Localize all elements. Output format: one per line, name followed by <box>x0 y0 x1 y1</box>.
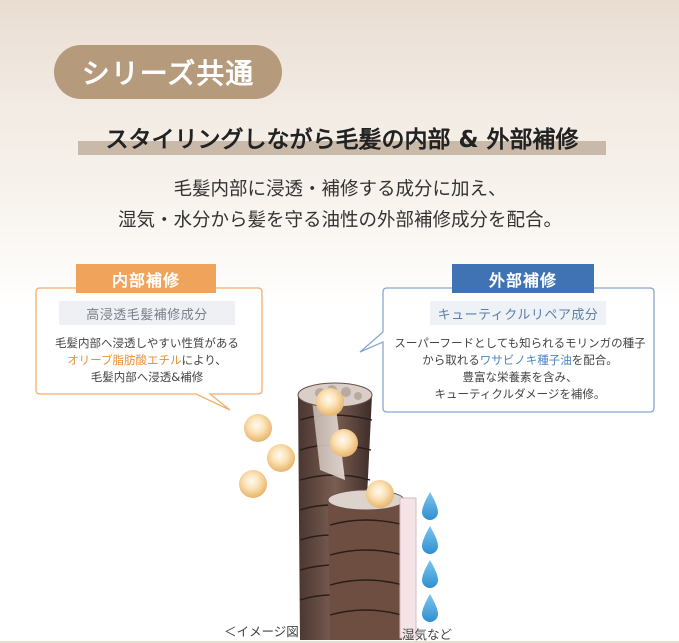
water-drop-icon <box>422 492 438 520</box>
series-label-pill: シリーズ共通 <box>54 45 282 99</box>
headline-underline <box>78 141 606 155</box>
internal-description: 毛髪内部へ浸透しやすい性質がある オリーブ脂肪酸エチルにより、 毛髪内部へ浸透&… <box>40 335 254 386</box>
water-drop-icon <box>422 594 438 622</box>
internal-desc-line: 毛髪内部へ浸透&補修 <box>90 370 204 384</box>
internal-desc-line: オリーブ脂肪酸エチルにより、 <box>40 352 254 369</box>
water-drop-icon <box>422 526 438 554</box>
internal-repair-badge: 内部補修 <box>76 264 216 293</box>
internal-desc-line: 毛髪内部へ浸透しやすい性質がある <box>55 336 239 350</box>
ingredient-sphere <box>244 414 272 442</box>
headline-block: スタイリングしながら毛髪の内部 & 外部補修 <box>78 118 606 162</box>
headline: スタイリングしながら毛髪の内部 & 外部補修 <box>105 127 579 153</box>
internal-callout-frame <box>35 287 263 411</box>
ingredient-sphere <box>316 388 344 416</box>
image-caption: ＜イメージ図＞ <box>224 624 312 639</box>
intro-text: 毛髪内部に浸透・補修する成分に加え、 湿気・水分から髪を守る油性の外部補修成分を… <box>60 174 620 236</box>
external-desc-text: から取れる <box>422 353 480 367</box>
internal-ingredient-label: 高浸透毛髪補修成分 <box>59 301 235 325</box>
external-repair-badge: 外部補修 <box>452 264 594 293</box>
moisture-caption: 湿気など <box>402 627 453 642</box>
external-ingredient-label: キューティクルリペア成分 <box>430 301 606 325</box>
hair-strand-small <box>327 489 417 640</box>
water-drop-icon <box>422 560 438 588</box>
external-description: スーパーフードとしても知られるモリンガの種子 から取れるワサビノキ種子油を配合。… <box>390 335 650 403</box>
ingredient-sphere <box>366 480 394 508</box>
ingredient-sphere <box>330 429 358 457</box>
external-desc-text: を配合。 <box>571 353 618 367</box>
internal-desc-text: により、 <box>181 353 227 367</box>
external-ingredient-highlight: ワサビノキ種子油 <box>479 353 572 367</box>
external-desc-line: キューティクルダメージを補修。 <box>434 387 606 401</box>
external-desc-line: から取れるワサビノキ種子油を配合。 <box>390 352 650 369</box>
external-desc-line: 豊富な栄養素を含み、 <box>462 370 578 384</box>
intro-line-2: 湿気・水分から髪を守る油性の外部補修成分を配合。 <box>117 210 562 231</box>
external-callout-frame <box>359 287 655 413</box>
ingredient-sphere <box>267 444 295 472</box>
internal-ingredient-highlight: オリーブ脂肪酸エチル <box>67 353 182 367</box>
intro-line-1: 毛髪内部に浸透・補修する成分に加え、 <box>173 179 507 200</box>
external-desc-line: スーパーフードとしても知られるモリンガの種子 <box>394 336 646 350</box>
ingredient-sphere <box>239 470 267 498</box>
